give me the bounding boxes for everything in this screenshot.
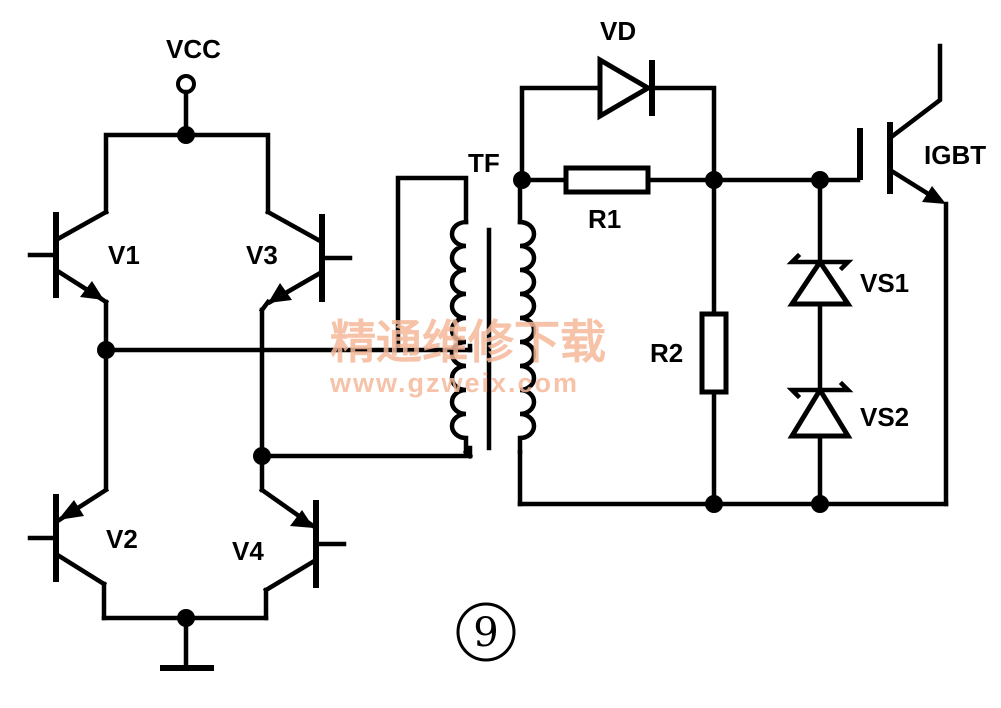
vcc-label: VCC [166, 34, 221, 64]
bridge-wiring [97, 341, 473, 493]
transistor-v4 [258, 486, 347, 621]
zener-vs1 [786, 177, 854, 393]
zener-vs2 [786, 380, 854, 507]
top-rail [103, 126, 271, 215]
resistor-r2 [699, 177, 729, 507]
transistor-v3 [258, 208, 353, 459]
v2-label: V2 [106, 524, 138, 554]
igbt-label: IGBT [924, 140, 986, 170]
transistor-v2 [27, 486, 110, 621]
output-wiring [513, 85, 949, 513]
ground [101, 609, 269, 671]
figure-number: 9 [456, 602, 516, 662]
tf-label: TF [468, 148, 500, 178]
vs1-label: VS1 [860, 268, 909, 298]
r1-label: R1 [588, 204, 621, 234]
diode-vd [597, 55, 655, 121]
transistor-v1 [27, 208, 110, 353]
watermark: 精通维修下载 www.gzweix.com [329, 315, 606, 398]
watermark-text: 精通维修下载 [330, 315, 606, 369]
v3-label: V3 [246, 240, 278, 270]
v4-label: V4 [232, 536, 264, 566]
vs2-label: VS2 [860, 402, 909, 432]
vd-label: VD [600, 16, 636, 46]
r2-label: R2 [650, 338, 683, 368]
figure-number-text: 9 [473, 610, 498, 656]
v1-label: V1 [108, 240, 140, 270]
watermark-url: www.gzweix.com [329, 368, 579, 398]
transformer-tf [395, 175, 537, 507]
resistor-r1 [563, 165, 651, 195]
igbt [857, 43, 949, 507]
